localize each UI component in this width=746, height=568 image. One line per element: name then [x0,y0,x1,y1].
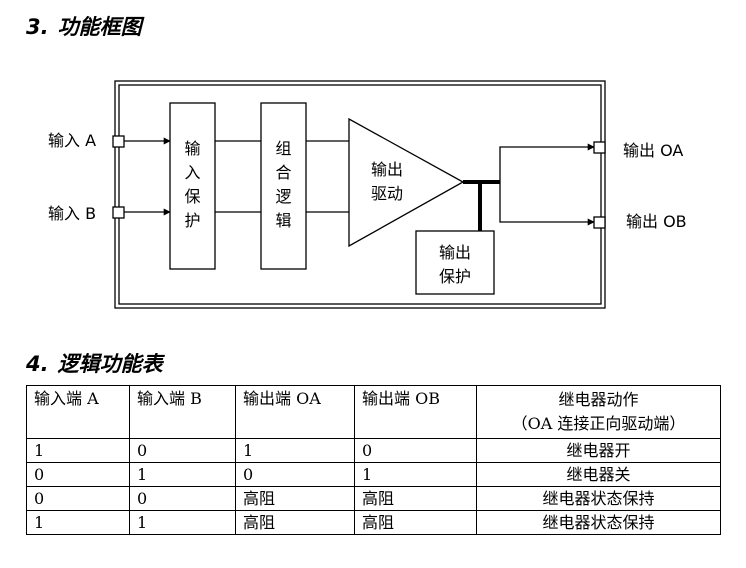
cell-input-b: 1 [129,462,236,487]
cell-input-b: 1 [129,510,236,535]
input-protect-char-2: 入 [184,163,200,182]
table-row: 1 0 1 0 继电器开 [26,438,721,463]
header-output-oa: 输出端 OA [235,385,355,439]
section-4-title: 逻辑功能表 [57,352,163,376]
cell-input-b: 0 [129,438,236,463]
input-protect-char-4: 护 [184,211,200,230]
cell-relay-action: 继电器开 [476,438,721,463]
combo-logic-char-4: 辑 [275,211,291,230]
input-protect-char-3: 保 [184,187,200,206]
output-ob-pin [593,216,606,229]
section-3-title: 功能框图 [57,15,142,39]
cell-output-oa: 高阻 [235,510,355,535]
header-input-a: 输入端 A [26,385,130,439]
driver-label-line-2: 驱动 [371,184,403,203]
input-protect-block [169,102,216,270]
cell-relay-action: 继电器状态保持 [476,510,721,535]
header-input-b: 输入端 B [129,385,236,439]
cell-input-a: 0 [26,486,130,511]
function-block-diagram: 输入 A 输入 B 输 入 保 护 组 合 逻 辑 输出 驱动 输出 保护 输出… [48,80,687,309]
section-3-heading: 3. 功能框图 [26,14,142,40]
combo-logic-char-3: 逻 [275,187,291,206]
input-b-pin [112,206,125,219]
cell-output-oa: 1 [235,438,355,463]
cell-relay-action: 继电器状态保持 [476,486,721,511]
section-4-number: 4. [26,352,49,376]
chip-outline-outer [114,80,606,309]
input-a-pin [112,135,125,148]
input-b-label: 输入 B [48,204,96,223]
header-relay-action: 继电器动作 （OA 连接正向驱动端） [476,385,721,439]
output-ob-wire [499,182,595,226]
logic-function-table: 输入端 A 输入端 B 输出端 OA 输出端 OB 继电器动作 （OA 连接正向… [26,385,721,535]
combo-logic-char-1: 组 [275,139,291,158]
header-relay-line-1: 继电器动作 [558,390,639,409]
section-4-heading: 4. 逻辑功能表 [26,351,163,377]
output-ob-label: 输出 OB [626,212,687,231]
cell-output-ob: 0 [354,438,477,463]
output-protect-block [415,230,495,295]
cell-input-a: 0 [26,462,130,487]
input-a-label: 输入 A [48,131,96,150]
cell-input-a: 1 [26,510,130,535]
section-3-number: 3. [26,15,49,39]
input-protect-char-1: 输 [184,139,200,158]
output-protect-line-2: 保护 [439,267,471,286]
combo-logic-char-2: 合 [275,163,291,182]
table-header-row: 输入端 A 输入端 B 输出端 OA 输出端 OB 继电器动作 （OA 连接正向… [26,385,721,439]
cell-output-oa: 0 [235,462,355,487]
cell-output-ob: 高阻 [354,486,477,511]
header-output-ob: 输出端 OB [354,385,477,439]
combo-logic-block [260,102,307,270]
cell-output-ob: 1 [354,462,477,487]
cell-input-a: 1 [26,438,130,463]
table-row: 1 1 高阻 高阻 继电器状态保持 [26,510,721,535]
cell-input-b: 0 [129,486,236,511]
output-oa-pin [593,141,606,154]
cell-output-oa: 高阻 [235,486,355,511]
cell-output-ob: 高阻 [354,510,477,535]
chip-outline-inner [118,84,602,305]
header-relay-line-2: （OA 连接正向驱动端） [511,414,686,433]
cell-relay-action: 继电器关 [476,462,721,487]
driver-triangle [348,117,465,248]
table-row: 0 1 0 1 继电器关 [26,462,721,487]
output-protect-line-1: 输出 [439,243,471,262]
table-row: 0 0 高阻 高阻 继电器状态保持 [26,486,721,511]
driver-label-line-1: 输出 [371,160,403,179]
output-oa-label: 输出 OA [623,141,683,160]
output-oa-wire [499,143,595,182]
